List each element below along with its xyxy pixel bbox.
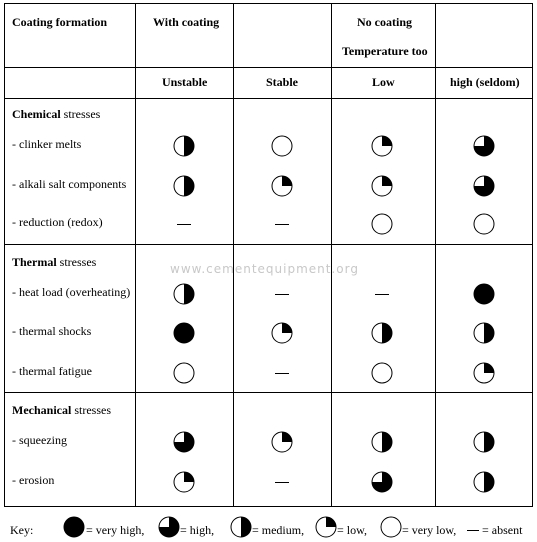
section-title-chemical: Chemical stresses	[12, 107, 101, 121]
medium-rating-icon	[371, 431, 393, 457]
row-label-thermal-shocks: - thermal shocks	[12, 324, 92, 338]
column-divider	[331, 4, 332, 506]
high-rating-icon	[473, 135, 495, 161]
row-divider	[5, 392, 532, 393]
row-label-clinker-melts: - clinker melts	[12, 137, 82, 151]
absent-dash-icon	[275, 482, 289, 483]
absent-dash-icon	[275, 373, 289, 374]
medium-rating-icon	[173, 135, 195, 161]
key-medium: = medium,	[252, 523, 305, 537]
low-rating-icon	[271, 431, 293, 457]
section-title-thermal: Thermal stresses	[12, 255, 97, 269]
high-rating-icon	[158, 516, 180, 542]
column-divider	[233, 4, 234, 506]
column-divider	[135, 4, 136, 506]
low-rating-icon	[473, 362, 495, 388]
medium-rating-icon	[173, 175, 195, 201]
key-label: Key:	[10, 523, 34, 537]
key-high: = high,	[180, 523, 215, 537]
absent-dash-icon	[275, 294, 289, 295]
medium-rating-icon	[371, 322, 393, 348]
section-title-mechanical: Mechanical stresses	[12, 403, 111, 417]
high-rating-icon	[371, 471, 393, 497]
very-high-rating-icon	[473, 283, 495, 309]
medium-rating-icon	[230, 516, 252, 542]
header-low: Low	[372, 75, 395, 89]
header-stable: Stable	[266, 75, 299, 89]
key-very-low: = very low,	[402, 523, 457, 537]
very-low-rating-icon	[473, 213, 495, 239]
low-rating-icon	[371, 135, 393, 161]
low-rating-icon	[271, 175, 293, 201]
low-rating-icon	[315, 516, 337, 542]
absent-dash-icon	[177, 224, 191, 225]
medium-rating-icon	[473, 322, 495, 348]
header-high-seldom: high (seldom)	[450, 75, 520, 89]
medium-rating-icon	[173, 283, 195, 309]
low-rating-icon	[271, 322, 293, 348]
low-rating-icon	[371, 175, 393, 201]
header-with-coating: With coating	[153, 15, 220, 29]
very-low-rating-icon	[371, 213, 393, 239]
header-coating-formation: Coating formation	[12, 15, 107, 29]
high-rating-icon	[473, 175, 495, 201]
key-low: = low,	[337, 523, 367, 537]
row-divider	[5, 98, 532, 99]
column-divider	[435, 4, 436, 506]
very-high-rating-icon	[63, 516, 85, 542]
row-label-heat-load: - heat load (overheating)	[12, 285, 131, 299]
very-low-rating-icon	[371, 362, 393, 388]
very-low-rating-icon	[380, 516, 402, 542]
row-divider	[5, 244, 532, 245]
key-absent: = absent	[482, 523, 523, 537]
row-label-reduction: - reduction (redox)	[12, 215, 103, 229]
header-unstable: Unstable	[162, 75, 208, 89]
absent-dash-icon	[375, 294, 389, 295]
row-label-alkali-salt: - alkali salt components	[12, 177, 127, 191]
very-low-rating-icon	[173, 362, 195, 388]
header-no-coating: No coating	[357, 15, 412, 29]
absent-dash-icon	[467, 530, 479, 531]
low-rating-icon	[173, 471, 195, 497]
row-label-squeezing: - squeezing	[12, 433, 67, 447]
absent-dash-icon	[275, 224, 289, 225]
row-divider	[5, 67, 532, 68]
header-temperature-too: Temperature too	[342, 44, 428, 58]
very-high-rating-icon	[173, 322, 195, 348]
high-rating-icon	[173, 431, 195, 457]
very-low-rating-icon	[271, 135, 293, 161]
key-very-high: = very high,	[86, 523, 145, 537]
legend-key: Key: = very high, = high, = medium, = lo…	[4, 514, 537, 540]
medium-rating-icon	[473, 431, 495, 457]
stress-table: Coating formation With coating No coatin…	[4, 3, 533, 507]
row-label-thermal-fatigue: - thermal fatigue	[12, 364, 92, 378]
watermark: www.cementequipment.org	[170, 262, 359, 276]
medium-rating-icon	[473, 471, 495, 497]
row-label-erosion: - erosion	[12, 473, 55, 487]
